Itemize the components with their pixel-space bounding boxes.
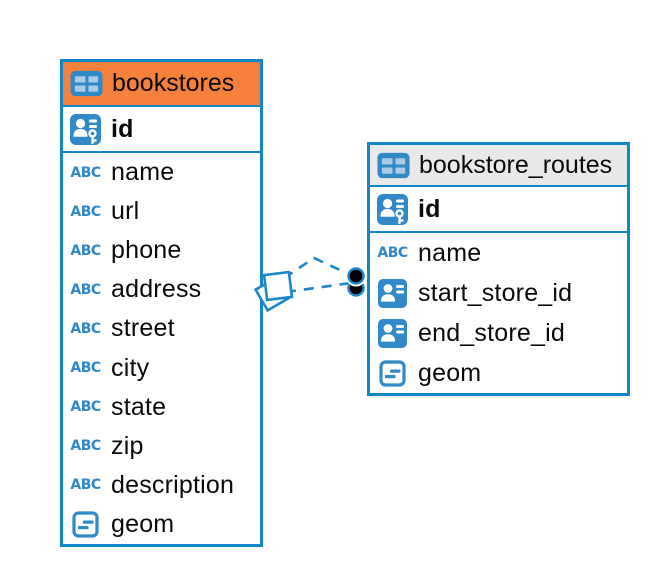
column-row-id[interactable]: id xyxy=(63,107,260,153)
column-row[interactable]: geom xyxy=(370,353,627,393)
column-name: geom xyxy=(418,358,482,387)
relationship-line[interactable] xyxy=(283,256,354,280)
column-name: description xyxy=(111,470,235,499)
table-icon xyxy=(377,152,410,179)
text-abc-icon: ABC xyxy=(377,245,408,261)
text-abc-icon: ABC xyxy=(70,242,101,259)
column-name: id xyxy=(418,194,441,223)
relationship-one-marker[interactable] xyxy=(345,265,367,297)
primary-key-person-icon xyxy=(69,113,102,145)
column-name: address xyxy=(111,275,202,304)
text-abc-icon: ABC xyxy=(70,438,101,455)
column-list: ABC name ABC url ABC phone ABC address A… xyxy=(63,153,260,544)
table-icon xyxy=(70,70,103,97)
relationship-line[interactable] xyxy=(285,281,352,294)
column-name: street xyxy=(111,314,175,343)
column-row[interactable]: start_store_id xyxy=(370,273,627,313)
column-row[interactable]: ABC zip xyxy=(63,427,260,466)
column-row[interactable]: ABC name xyxy=(370,233,627,273)
column-list: ABC name start_store_id xyxy=(370,233,627,393)
column-row[interactable]: geom xyxy=(63,505,260,544)
column-row-id[interactable]: id xyxy=(370,187,627,233)
table-title: bookstores xyxy=(112,69,235,97)
table-header-bookstore-routes[interactable]: bookstore_routes xyxy=(370,145,627,187)
column-name: city xyxy=(111,353,150,382)
text-abc-icon: ABC xyxy=(70,477,101,494)
column-name: id xyxy=(111,114,134,143)
geometry-icon xyxy=(376,359,409,387)
text-abc-icon: ABC xyxy=(70,320,101,337)
column-row[interactable]: ABC state xyxy=(63,388,260,427)
table-header-bookstores[interactable]: bookstores xyxy=(63,62,260,107)
column-name: phone xyxy=(111,236,182,265)
table-bookstores[interactable]: bookstores id xyxy=(60,59,263,547)
foreign-key-person-icon xyxy=(376,318,409,348)
column-name: name xyxy=(111,158,175,187)
geometry-icon xyxy=(69,511,102,538)
table-title: bookstore_routes xyxy=(419,150,613,179)
column-row[interactable]: ABC address xyxy=(63,270,260,309)
column-row[interactable]: end_store_id xyxy=(370,313,627,353)
primary-key-person-icon xyxy=(376,193,409,225)
column-row[interactable]: ABC street xyxy=(63,309,260,348)
column-row[interactable]: ABC city xyxy=(63,348,260,387)
column-row[interactable]: ABC url xyxy=(63,192,260,231)
column-name: end_store_id xyxy=(418,318,565,347)
column-row[interactable]: ABC phone xyxy=(63,231,260,270)
column-name: start_store_id xyxy=(418,278,573,307)
text-abc-icon: ABC xyxy=(70,203,101,220)
column-row[interactable]: ABC description xyxy=(63,466,260,505)
text-abc-icon: ABC xyxy=(70,360,101,377)
column-name: state xyxy=(111,392,167,421)
column-row[interactable]: ABC name xyxy=(63,153,260,192)
column-name: zip xyxy=(111,431,144,460)
foreign-key-person-icon xyxy=(376,278,409,308)
column-name: url xyxy=(111,197,140,226)
text-abc-icon: ABC xyxy=(70,399,101,416)
column-name: name xyxy=(418,238,482,267)
text-abc-icon: ABC xyxy=(70,281,101,298)
column-name: geom xyxy=(111,509,175,538)
text-abc-icon: ABC xyxy=(70,164,101,181)
table-bookstore-routes[interactable]: bookstore_routes id xyxy=(367,142,630,396)
